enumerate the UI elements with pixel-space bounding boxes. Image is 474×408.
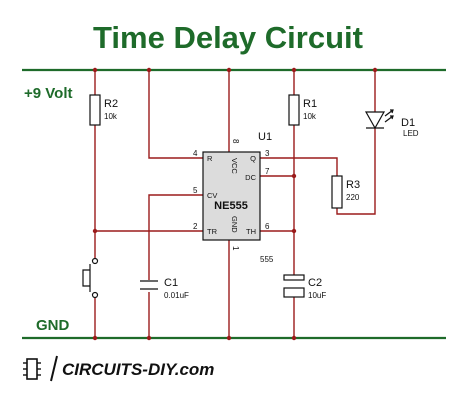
- r2-ref: R2: [104, 98, 118, 110]
- led-d1: D1 LED: [364, 109, 419, 138]
- r3-ref: R3: [346, 179, 360, 191]
- pin-cv-name: CV: [207, 191, 217, 200]
- pin-th-number: 6: [265, 222, 270, 231]
- pin-dc-name: DC: [245, 173, 256, 182]
- chip-logo-icon: [23, 358, 41, 380]
- wires: [94, 70, 376, 338]
- ic-package-label: 555: [260, 255, 274, 264]
- pin-r-number: 4: [193, 149, 198, 158]
- pin-vcc-name: VCC: [230, 158, 239, 174]
- ic-555-timer: U1 NE555 555 R Q DC CV TR TH VCC GND 4 3…: [193, 131, 274, 264]
- pin-q-name: Q: [250, 154, 256, 163]
- r2-value: 10k: [104, 112, 118, 121]
- pin-gnd-name: GND: [230, 216, 239, 233]
- pin-tr-name: TR: [207, 227, 218, 236]
- capacitor-c1: C1 0.01uF: [140, 277, 189, 300]
- pin-cv-number: 5: [193, 186, 198, 195]
- push-button-switch: [82, 257, 99, 299]
- pin-r-name: R: [207, 154, 213, 163]
- pin-th-name: TH: [246, 227, 256, 236]
- brand-text: CIRCUITS-DIY.com: [62, 360, 214, 379]
- resistor-r1: R1 10k: [288, 94, 317, 126]
- pin-dc-number: 7: [265, 167, 270, 176]
- brand-divider: [50, 355, 58, 382]
- gnd-rail-label: GND: [36, 317, 70, 334]
- c2-ref: C2: [308, 277, 322, 289]
- ic-name: NE555: [214, 200, 248, 212]
- d1-value: LED: [403, 129, 419, 138]
- r1-ref: R1: [303, 98, 317, 110]
- pin-gnd-number: 1: [231, 246, 240, 251]
- resistor-r3: R3 220: [331, 175, 360, 209]
- c1-value: 0.01uF: [164, 291, 189, 300]
- ic-ref: U1: [258, 131, 272, 143]
- capacitor-c2: C2 10uF: [283, 274, 326, 300]
- pin-vcc-number: 8: [231, 139, 240, 144]
- brand-footer: CIRCUITS-DIY.com: [23, 355, 214, 382]
- pin-q-number: 3: [265, 149, 270, 158]
- d1-ref: D1: [401, 117, 415, 129]
- vcc-rail-label: +9 Volt: [24, 85, 73, 102]
- r1-value: 10k: [303, 112, 317, 121]
- pin-tr-number: 2: [193, 222, 198, 231]
- diagram-title: Time Delay Circuit: [93, 20, 363, 55]
- c2-value: 10uF: [308, 291, 326, 300]
- junctions: [92, 67, 378, 341]
- c1-ref: C1: [164, 277, 178, 289]
- ic-body: [202, 151, 261, 241]
- r3-value: 220: [346, 193, 360, 202]
- resistor-r2: R2 10k: [89, 94, 118, 126]
